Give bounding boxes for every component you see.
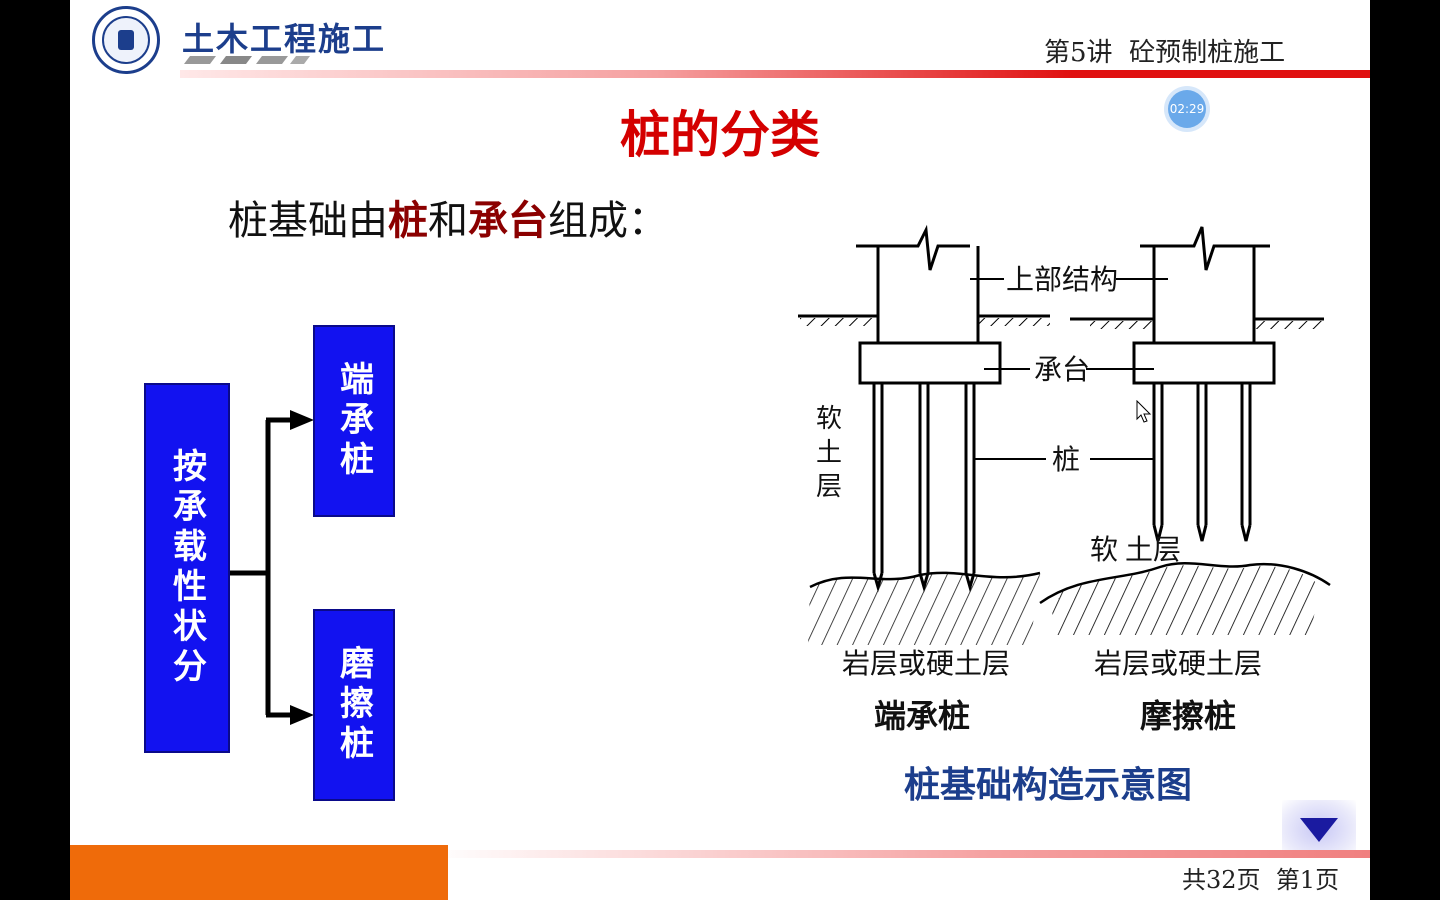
intro-highlight-pile: 桩 <box>388 197 428 244</box>
label-friction: 摩擦桩 <box>1140 698 1236 734</box>
intro-text: 桩基础由桩和承台组成： <box>228 188 668 246</box>
end-bearing-pile-box: 端承桩 <box>313 325 395 517</box>
label-soft-soil-left: 软土层 <box>816 404 842 501</box>
page-indicator: 共32页 第1页 <box>1182 866 1340 894</box>
classification-root-box: 按承载性状分 <box>144 383 230 753</box>
slide: 土木工程施工 第5讲 砼预制桩施工 桩的分类 02:29 桩基础由桩和承台组成：… <box>70 0 1370 900</box>
course-title: 土木工程施工 <box>182 20 387 58</box>
label-rock-right: 岩层或硬土层 <box>1094 648 1262 680</box>
label-pile-cap: 承台 <box>1034 354 1090 386</box>
diagram-caption: 桩基础构造示意图 <box>904 765 1193 806</box>
end-bearing-diagram <box>798 224 1050 645</box>
label-rock-left: 岩层或硬土层 <box>842 648 1010 680</box>
label-soft-soil-right: 软 土层 <box>1090 534 1181 566</box>
label-superstructure: 上部结构 <box>1006 264 1118 296</box>
friction-diagram <box>1039 226 1331 635</box>
label-end-bearing: 端承桩 <box>874 698 970 734</box>
next-page-icon <box>1300 818 1338 842</box>
footer-divider <box>430 850 1370 858</box>
school-logo-icon <box>92 6 160 74</box>
next-page-button[interactable] <box>1282 800 1356 858</box>
header-divider <box>180 70 1370 78</box>
pile-foundation-diagram: 上部结构 承台 桩 软土层 软 土层 岩层或硬土层 岩层或硬土层 端承桩 摩擦桩 <box>798 224 1331 734</box>
friction-pile-box: 磨擦桩 <box>313 609 395 801</box>
intro-prefix: 桩基础由 <box>228 198 388 244</box>
intro-suffix: 组成： <box>548 198 668 244</box>
intro-highlight-cap: 承台 <box>468 197 548 244</box>
classification-tree-arrows <box>230 410 314 725</box>
label-pile: 桩 <box>1052 444 1080 476</box>
header-dash-strip <box>184 56 310 64</box>
timer-badge[interactable]: 02:29 <box>1168 90 1206 128</box>
footer-orange-bar <box>70 845 448 900</box>
lecture-title: 第5讲 砼预制桩施工 <box>1044 38 1286 68</box>
slide-title: 桩的分类 <box>620 106 820 164</box>
intro-mid: 和 <box>428 198 468 244</box>
mouse-cursor-icon <box>1136 400 1152 423</box>
